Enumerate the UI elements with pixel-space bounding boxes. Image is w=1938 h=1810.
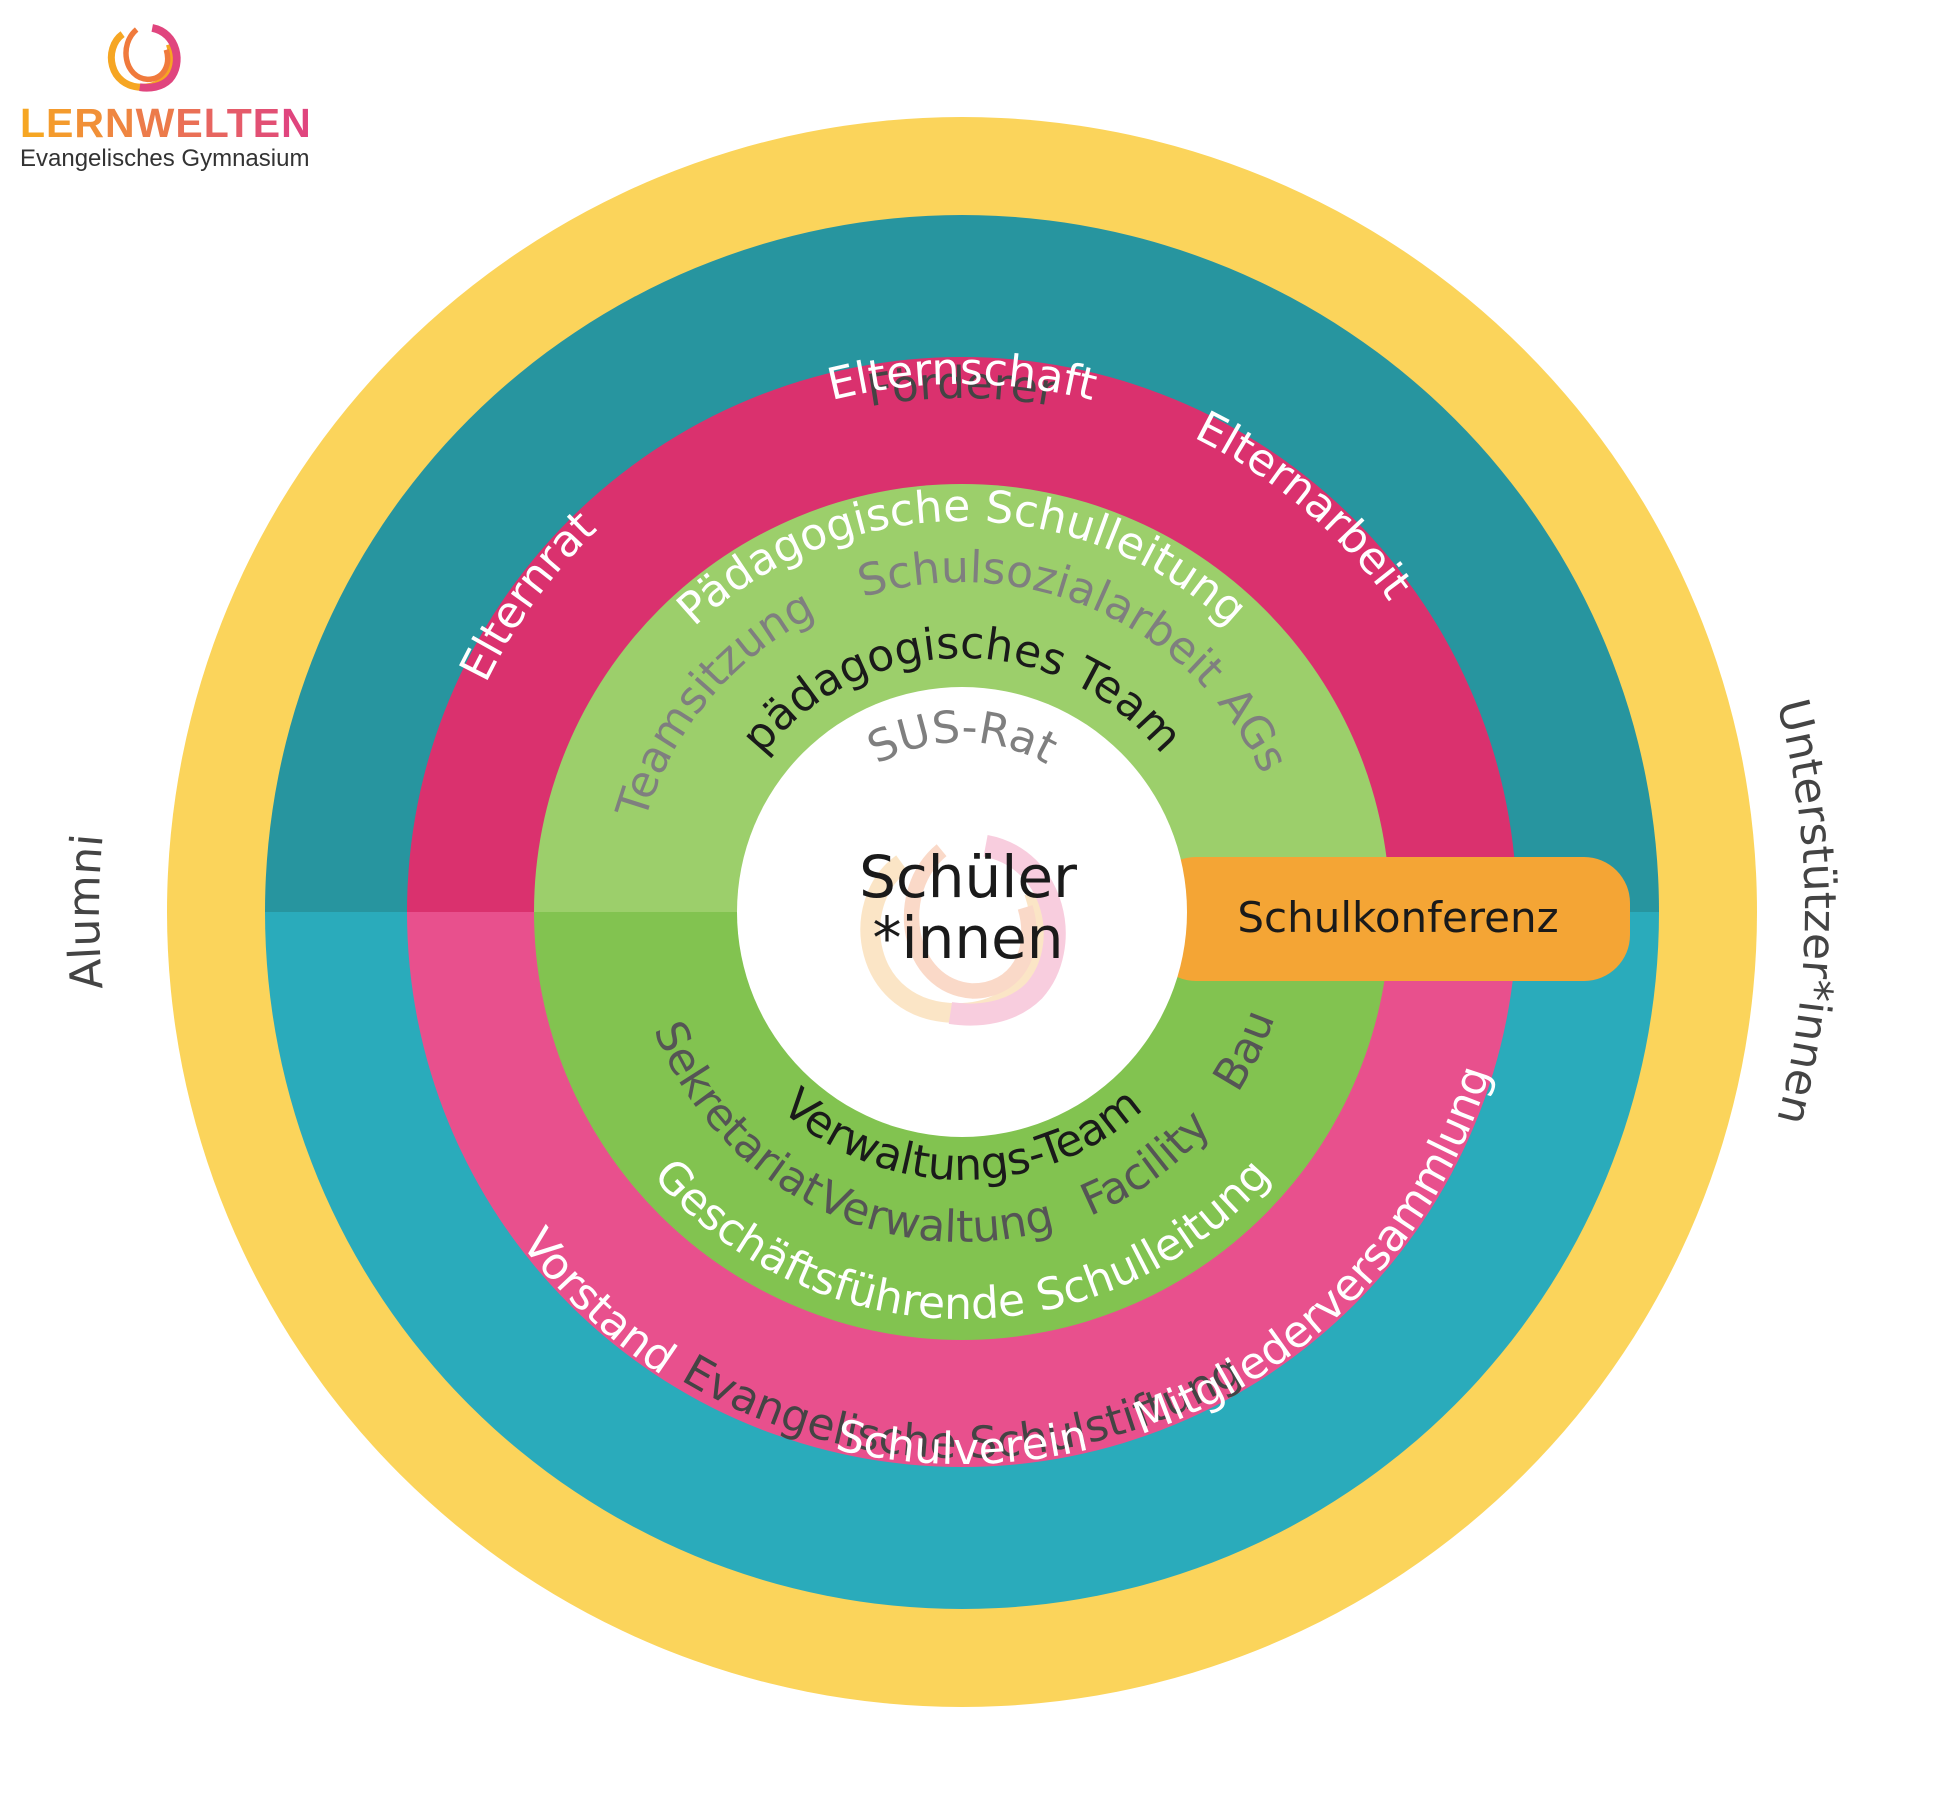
logo-letter: W — [136, 100, 176, 146]
logo-subtitle: Evangelisches Gymnasium — [20, 145, 309, 172]
logo-letter: T — [227, 100, 253, 146]
lernwelten-swirl-logo-icon — [107, 24, 181, 92]
label-foerderer: Förderer — [864, 358, 1062, 417]
logo-letter: E — [253, 100, 281, 146]
label-schulkonferenz: Schulkonferenz — [1237, 893, 1558, 942]
label-schueler: Schüler — [859, 843, 1077, 911]
label-alumni: Alumni — [59, 832, 114, 992]
logo-letter: N — [281, 100, 312, 146]
schulkonferenz-box — [1150, 857, 1630, 981]
logo-letter: E — [46, 100, 74, 146]
logo-wordmark: LERNWELTEN — [20, 100, 312, 146]
logo-letter: R — [74, 100, 105, 146]
logo-letter: E — [175, 100, 203, 146]
logo-letter: N — [105, 100, 136, 146]
watermark-logo-icon — [860, 834, 1066, 1026]
label-unterstuetzer-innen: Unterstützer*innen — [1766, 694, 1845, 1130]
logo-letter: L — [20, 100, 46, 146]
label-innen: *innen — [872, 904, 1063, 972]
lernwelten-logo: LERNWELTEN Evangelisches Gymnasium — [20, 24, 312, 172]
center-circle — [737, 687, 1187, 1137]
logo-letter: L — [204, 100, 228, 146]
